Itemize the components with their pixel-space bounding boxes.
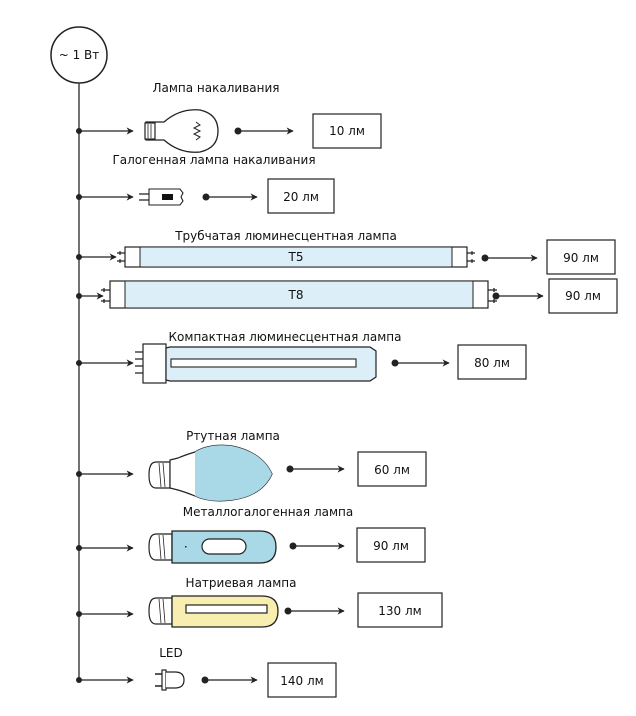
output-value-cfl: 80 лм: [474, 356, 510, 370]
row-metal-halide: Металлогалогенная лампа 90 лм: [76, 505, 426, 564]
power-source-label: ~ 1 Вт: [59, 48, 100, 62]
output-value-t8: 90 лм: [565, 289, 601, 303]
lamp-name-metal-halide: Металлогалогенная лампа: [183, 505, 353, 519]
output-value-halogen: 20 лм: [283, 190, 319, 204]
output-box-metal-halide: [356, 527, 426, 563]
lamp-name-t5: T5: [288, 250, 304, 264]
lamp-name-tube-group: Трубчатая люминесцентная лампа: [174, 229, 397, 243]
lamp-name-t8: T8: [288, 288, 304, 302]
row-t8: T8 90 лм: [76, 278, 618, 314]
lamp-name-mercury: Ртутная лампа: [186, 429, 280, 443]
output-value-incandescent: 10 лм: [329, 124, 365, 138]
lamp-name-led: LED: [159, 646, 183, 660]
power-source: ~ 1 Вт: [50, 26, 108, 84]
metal-halide-lamp-icon: [148, 530, 277, 564]
row-mercury: Ртутная лампа 60 лм: [76, 429, 427, 502]
lamp-name-incandescent: Лампа накаливания: [152, 81, 279, 95]
lamp-name-cfl: Компактная люминесцентная лампа: [169, 330, 402, 344]
output-box-incandescent: [312, 113, 382, 149]
output-box-mercury: [357, 451, 427, 487]
row-halogen: Галогенная лампа накаливания 20 лм: [76, 153, 335, 214]
row-led: LED 140 лм: [76, 646, 337, 698]
row-t5: T5 90 лм: [76, 239, 616, 275]
output-box-sodium: [357, 592, 443, 628]
t5-tube-icon: [117, 246, 475, 268]
row-incandescent: Лампа накаливания 10 лм: [76, 81, 382, 153]
output-value-t5: 90 лм: [563, 251, 599, 265]
led-icon: [155, 669, 185, 691]
mercury-lamp-icon: [148, 444, 273, 502]
halogen-capsule-icon: [139, 188, 184, 206]
row-cfl: Компактная люминесцентная лампа 80 лм: [76, 330, 527, 384]
output-value-mercury: 60 лм: [374, 463, 410, 477]
lamp-name-sodium: Натриевая лампа: [186, 576, 297, 590]
output-value-led: 140 лм: [280, 674, 323, 688]
output-value-sodium: 130 лм: [378, 604, 421, 618]
output-value-metal-halide: 90 лм: [373, 539, 409, 553]
lamp-name-halogen: Галогенная лампа накаливания: [112, 153, 315, 167]
incandescent-bulb-icon: [144, 109, 219, 153]
row-sodium: Натриевая лампа 130 лм: [76, 576, 443, 628]
sodium-lamp-icon: [148, 595, 279, 628]
cfl-lamp-icon: [135, 343, 377, 384]
output-box-cfl: [457, 344, 527, 380]
output-box-halogen: [267, 178, 335, 214]
t8-tube-icon: [101, 280, 497, 309]
output-box-t5: [546, 239, 616, 275]
output-box-led: [267, 662, 337, 698]
output-box-t8: [548, 278, 618, 314]
